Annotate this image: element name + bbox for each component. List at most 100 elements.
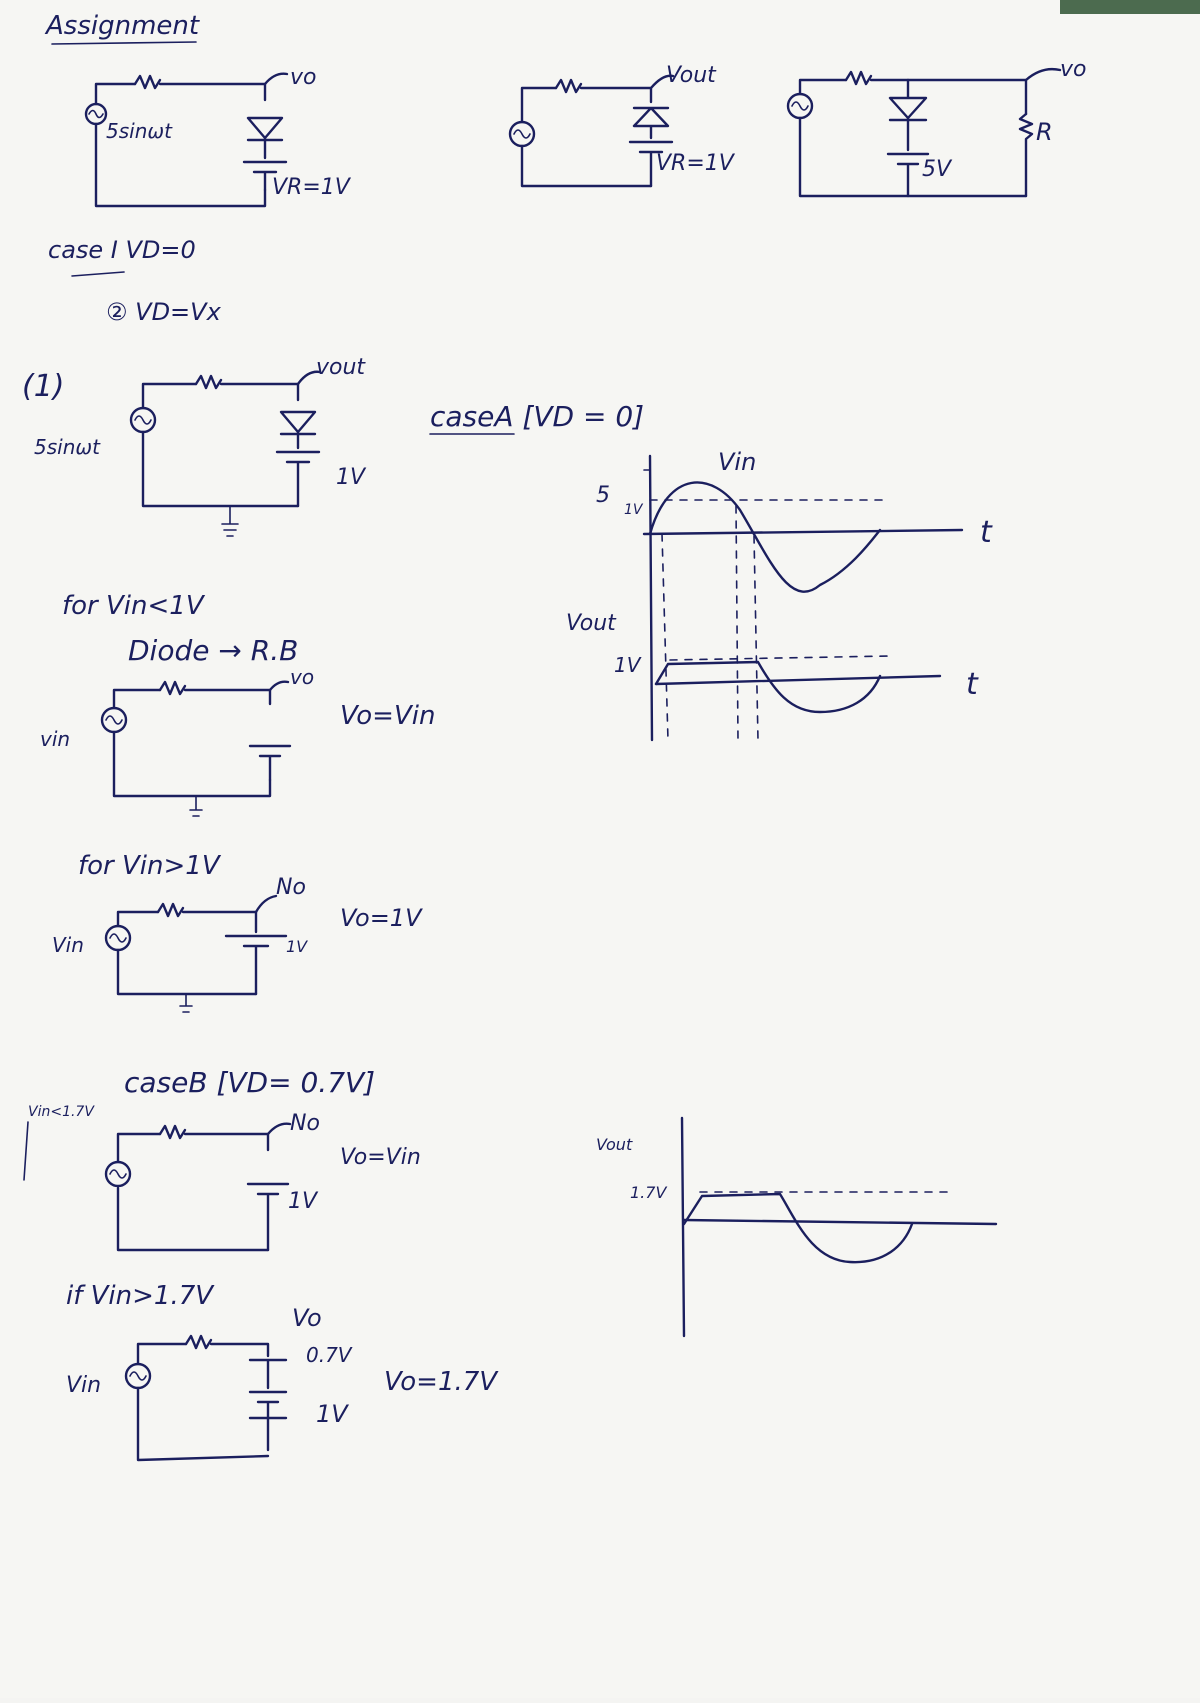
- ac-source-icon: [104, 1160, 132, 1188]
- vout-level-label: 1V: [614, 653, 642, 677]
- projection-line: [661, 533, 669, 741]
- t-axis-label-2: t: [966, 667, 979, 702]
- vout-1v-level: [669, 655, 891, 661]
- battery-symbol: [246, 1182, 290, 1252]
- output-node-label: vout: [316, 355, 366, 380]
- circuit-vin-gt-1v: No Vin 1V: [52, 875, 308, 1013]
- resistor-symbol: [184, 1334, 213, 1350]
- diode-symbol: [632, 106, 670, 140]
- peak-label: 5: [596, 483, 610, 508]
- graph-case-a: Vin 5 1V t Vout 1V t: [566, 448, 993, 742]
- diode-symbol: [279, 410, 317, 450]
- resistor-symbol: [158, 1124, 187, 1140]
- resistor-label: R: [1036, 118, 1053, 146]
- ac-source-icon: [124, 1362, 152, 1390]
- source-label: Vin: [52, 933, 84, 957]
- case-b-title: caseB [VD= 0.7V]: [124, 1066, 375, 1099]
- output-node-label: vo: [290, 665, 314, 689]
- level-label: 1.7V: [630, 1183, 667, 1202]
- resistor-symbol: [554, 78, 583, 94]
- case-b-result: Vo=Vin: [340, 1145, 421, 1170]
- source-label: vin: [40, 727, 70, 751]
- case-b-side-note: Vin<1.7V: [28, 1104, 95, 1120]
- projection-line: [753, 535, 759, 741]
- problem-circuit-2: Vout VR=1V: [508, 63, 736, 188]
- circuit-case-b-high: Vo 0.7V 1V Vin: [66, 1304, 353, 1462]
- diode-symbol: [246, 116, 284, 160]
- battery-label: 1V: [286, 937, 308, 956]
- ground-icon: [221, 505, 239, 537]
- resistor-R-symbol: [1018, 112, 1034, 198]
- vin-waveform: [648, 481, 882, 593]
- case-b-if-condition: if Vin>1.7V: [66, 1281, 215, 1311]
- output-node-label: No: [290, 1111, 320, 1136]
- ground-icon: [179, 993, 193, 1013]
- ac-source-icon: [508, 120, 536, 148]
- resistor-symbol: [133, 74, 162, 90]
- battery-symbol: [248, 744, 292, 782]
- y-axis: [680, 1116, 686, 1338]
- case-underline: [71, 271, 125, 277]
- diode-drop-label: 0.7V: [306, 1343, 353, 1367]
- circuit-case-b: No 1V: [104, 1111, 320, 1252]
- t-axis: [682, 1218, 998, 1226]
- battery-symbol: [275, 450, 321, 508]
- source-label: 5sinωt: [106, 119, 173, 143]
- vout-label: Vout: [566, 611, 617, 636]
- t-axis-vin: [642, 528, 964, 536]
- diode-symbol: [888, 78, 928, 152]
- vout-label: Vout: [596, 1135, 633, 1154]
- battery-label: VR=1V: [272, 175, 352, 200]
- battery-symbol: [224, 934, 288, 996]
- output-node-label: vo: [290, 65, 316, 90]
- battery-label: 1V: [316, 1400, 349, 1428]
- vout-waveform: [682, 1192, 914, 1264]
- result-gt: Vo=1V: [340, 904, 423, 932]
- y-axis-vin: [648, 454, 654, 742]
- battery-label: 5V: [922, 157, 953, 182]
- diode-state: Diode → R.B: [128, 634, 298, 667]
- result-lt: Vo=Vin: [340, 701, 435, 731]
- battery-symbol: [628, 140, 674, 188]
- ac-source-icon: [129, 406, 157, 434]
- vin-label: Vin: [718, 448, 756, 476]
- source-label: 5sinωt: [34, 435, 101, 459]
- battery-label: VR=1V: [656, 151, 736, 176]
- graph-case-b: Vout 1.7V: [596, 1116, 998, 1338]
- title-underline: [51, 41, 197, 45]
- ac-source-icon: [104, 924, 132, 952]
- ac-source-icon: [786, 92, 814, 120]
- side-bracket: [23, 1121, 29, 1181]
- battery-symbol: [242, 160, 288, 192]
- projection-line: [735, 505, 739, 741]
- case-line-1: case I VD=0: [48, 236, 196, 264]
- ac-source-icon: [84, 102, 108, 126]
- output-node-label: vo: [1060, 57, 1086, 82]
- resistor-symbol: [194, 374, 223, 390]
- ground-icon: [189, 795, 203, 817]
- output-node-label: Vo: [292, 1304, 322, 1332]
- condition-gt: for Vin>1V: [78, 851, 222, 881]
- level-label: 1V: [624, 502, 644, 518]
- case-line-2: ② VD=Vx: [106, 298, 222, 326]
- battery-symbol: [886, 152, 930, 198]
- page-title: Assignment: [44, 11, 200, 41]
- case-b-result-2: Vo=1.7V: [384, 1367, 499, 1397]
- battery-symbol: [248, 1390, 288, 1420]
- problem-circuit-1: 5sinωt vo VR=1V: [84, 65, 352, 208]
- resistor-symbol: [158, 680, 187, 696]
- output-node-label: No: [276, 875, 306, 900]
- section-number: (1): [22, 369, 65, 404]
- problem-circuit-3: vo 5V R: [786, 57, 1086, 198]
- case-a-title: caseA [VD = 0]: [430, 400, 644, 433]
- battery-label: 1V: [336, 465, 367, 490]
- resistor-symbol: [844, 70, 873, 86]
- resistor-symbol: [156, 902, 185, 918]
- scan-corner: [1060, 0, 1200, 14]
- section1-circuit: vout 1V: [129, 355, 367, 537]
- circuit-vin-lt-1v: vo vin: [40, 665, 314, 817]
- vout-waveform: [654, 660, 882, 714]
- diode-drop-symbol: [248, 1358, 288, 1390]
